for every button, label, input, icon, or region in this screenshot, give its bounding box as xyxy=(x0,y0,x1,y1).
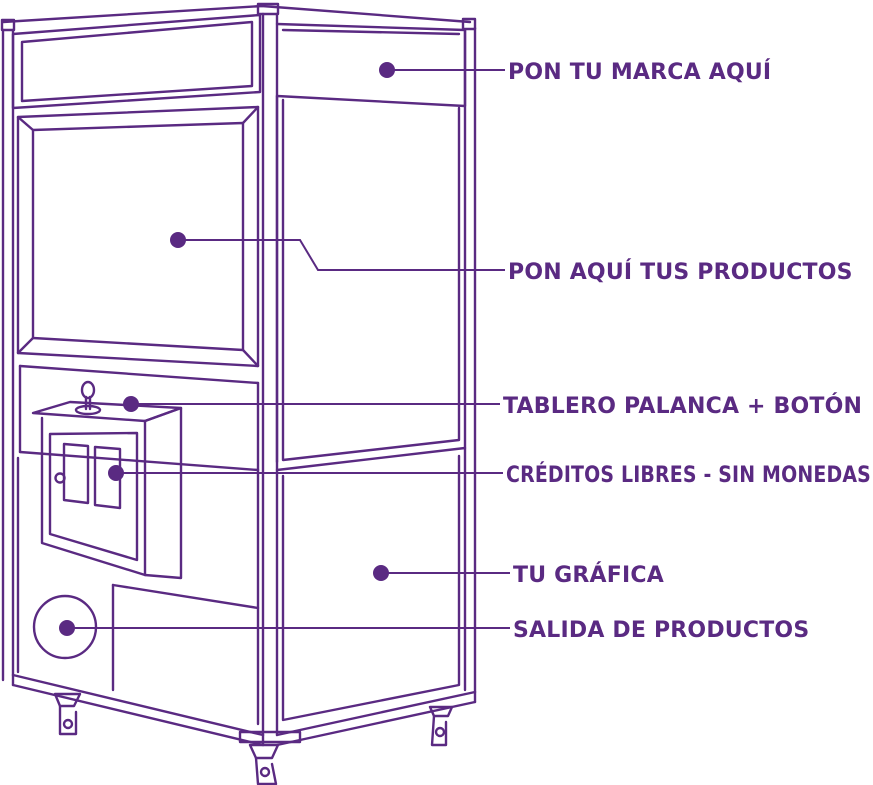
claw-machine-outline xyxy=(0,2,477,785)
callout-control-panel: TABLERO PALANCA + BOTÓN xyxy=(123,393,862,419)
callout-dot xyxy=(108,465,124,481)
callout-dot xyxy=(123,396,139,412)
caster-center xyxy=(248,743,280,785)
callout-graphic: TU GRÁFICA xyxy=(373,562,664,588)
callout-label: PON AQUÍ TUS PRODUCTOS xyxy=(508,259,853,285)
callout-label: SALIDA DE PRODUCTOS xyxy=(513,618,809,643)
callout-label: TU GRÁFICA xyxy=(513,562,664,588)
callout-free-credits: CRÉDITOS LIBRES - SIN MONEDAS xyxy=(108,462,871,488)
callout-label: TABLERO PALANCA + BOTÓN xyxy=(503,393,862,419)
caster-left xyxy=(53,692,82,736)
callout-layer: PON TU MARCA AQUÍ PON AQUÍ TUS PRODUCTOS T… xyxy=(59,59,871,643)
callout-dot xyxy=(373,565,389,581)
callout-label: PON TU MARCA AQUÍ xyxy=(508,59,771,85)
callout-dot xyxy=(379,62,395,78)
callout-label: CRÉDITOS LIBRES - SIN MONEDAS xyxy=(506,462,871,488)
callout-dot xyxy=(59,620,75,636)
callout-product-exit: SALIDA DE PRODUCTOS xyxy=(59,618,809,643)
callout-leader-line xyxy=(178,239,505,271)
callout-brand: PON TU MARCA AQUÍ xyxy=(379,59,771,85)
callout-dot xyxy=(170,232,186,248)
callout-products: PON AQUÍ TUS PRODUCTOS xyxy=(170,232,853,285)
caster-right xyxy=(428,705,454,747)
